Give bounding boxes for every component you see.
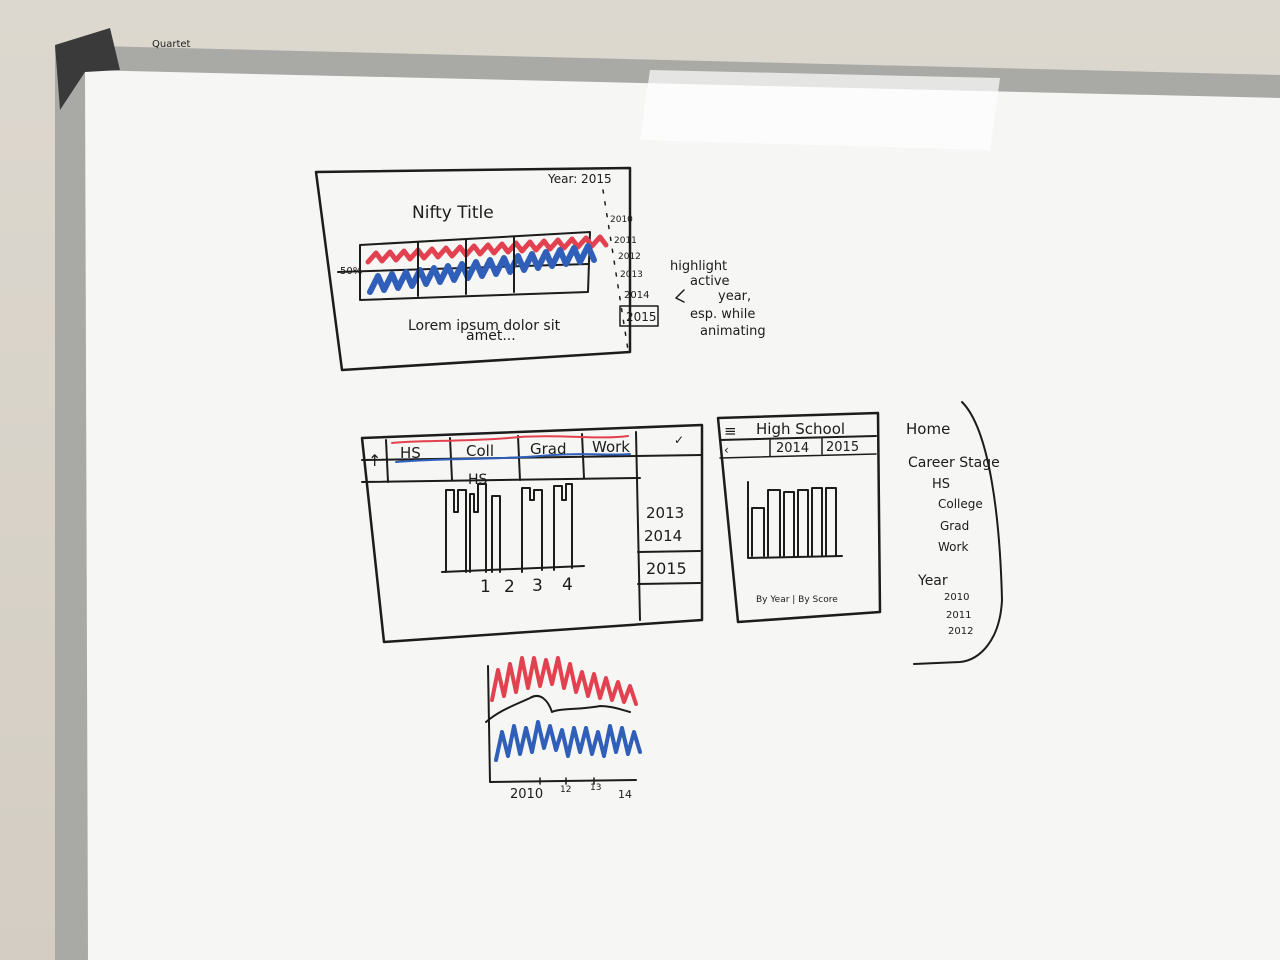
nav-item: College — [938, 497, 983, 511]
sketch-2-mockup: ↑ HS Coll Grad Work ✓ HS 1 2 3 4 2013 20… — [360, 423, 704, 644]
sketch3-bars — [747, 481, 843, 559]
sketch3-title: High School — [756, 420, 845, 438]
sketch2-tab: HS — [400, 444, 421, 462]
sketch2-tab: Work — [592, 438, 630, 456]
sketch1-note-line: active — [690, 274, 730, 289]
sketch2-year: 2015 — [646, 559, 687, 578]
nav-item: Career Stage — [908, 455, 1000, 471]
sketch1-year: 2010 — [610, 215, 633, 225]
sketch2-tab: Coll — [466, 442, 494, 460]
sketch1-year: 2011 — [614, 236, 637, 246]
dropdown-check-icon: ✓ — [674, 433, 684, 447]
sketch2-x-tick: 2 — [504, 577, 515, 597]
sketch2-year: 2013 — [646, 504, 684, 522]
sketch1-year-list: 2010 2011 2012 2013 2014 2015 — [610, 215, 659, 327]
sketch1-body-line2: amet... — [466, 328, 516, 344]
frame-corner-cap — [55, 28, 120, 110]
sketch1-note-line: year, — [718, 289, 751, 304]
sketch5-x-tick: 2010 — [510, 787, 543, 802]
brand-text: Quartet — [152, 39, 191, 50]
sketch5-x-tick: 12 — [560, 785, 571, 795]
nav-item: Home — [906, 420, 950, 438]
sketch3-footer: By Year | By Score — [756, 595, 838, 605]
whiteboard-glare — [640, 70, 1000, 150]
sketch1-note-line: highlight — [670, 259, 727, 274]
sketch2-bars — [441, 483, 585, 573]
sketch1-year-label: Year: 2015 — [547, 172, 612, 186]
sketch2-years: 2013 2014 2015 — [637, 504, 701, 585]
sketch5-x-tick: 14 — [618, 788, 632, 801]
sketch3-year: 2015 — [826, 440, 859, 455]
sketch2-year: 2014 — [644, 527, 682, 545]
nav-item: Grad — [940, 519, 969, 533]
sketch1-body-line1: Lorem ipsum dolor sit — [408, 318, 561, 334]
sketch1-year: 2013 — [620, 270, 643, 280]
back-chevron-icon: ‹ — [724, 443, 729, 457]
nav-item: HS — [932, 477, 950, 492]
sketch5-x-tick: 13 — [590, 783, 601, 793]
sketch-4-nav: Home Career Stage HS College Grad Work Y… — [906, 401, 1003, 665]
sketch-3-mockup: ≡ High School ‹ 2014 2015 By Year | By S… — [716, 411, 882, 624]
nav-item: 2011 — [946, 610, 971, 621]
sketch1-note-line: esp. while — [690, 307, 755, 322]
home-arrow-icon: ↑ — [368, 451, 381, 470]
sketch3-year: 2014 — [776, 441, 809, 456]
nav-item: 2012 — [948, 626, 973, 637]
sketch1-note-line: animating — [700, 324, 766, 339]
nav-item: Year — [917, 573, 948, 589]
sketch2-x-tick: 4 — [562, 575, 573, 595]
sketch1-year: 2012 — [618, 252, 641, 262]
nav-item: Work — [938, 540, 968, 554]
menu-icon: ≡ — [724, 422, 737, 440]
sketch1-title: Nifty Title — [412, 203, 494, 223]
sketch2-x-tick: 3 — [532, 576, 543, 596]
sketch2-x-ticks: 1 2 3 4 — [480, 575, 573, 597]
sketch1-year: 2015 — [626, 310, 657, 324]
sketch-5-chart: 2010 12 13 14 — [485, 656, 642, 802]
sketch1-year: 2014 — [624, 290, 649, 301]
sketch1-note: highlight active year, esp. while animat… — [670, 259, 766, 339]
sketch2-tabs: HS Coll Grad Work — [400, 438, 630, 462]
sketch2-tab: Grad — [530, 440, 567, 458]
sketch2-x-tick: 1 — [480, 577, 491, 597]
sketch-1-mockup: Year: 2015 Nifty Title 50% Lorem ipsum d… — [314, 166, 766, 372]
nav-item: 2010 — [944, 592, 969, 603]
